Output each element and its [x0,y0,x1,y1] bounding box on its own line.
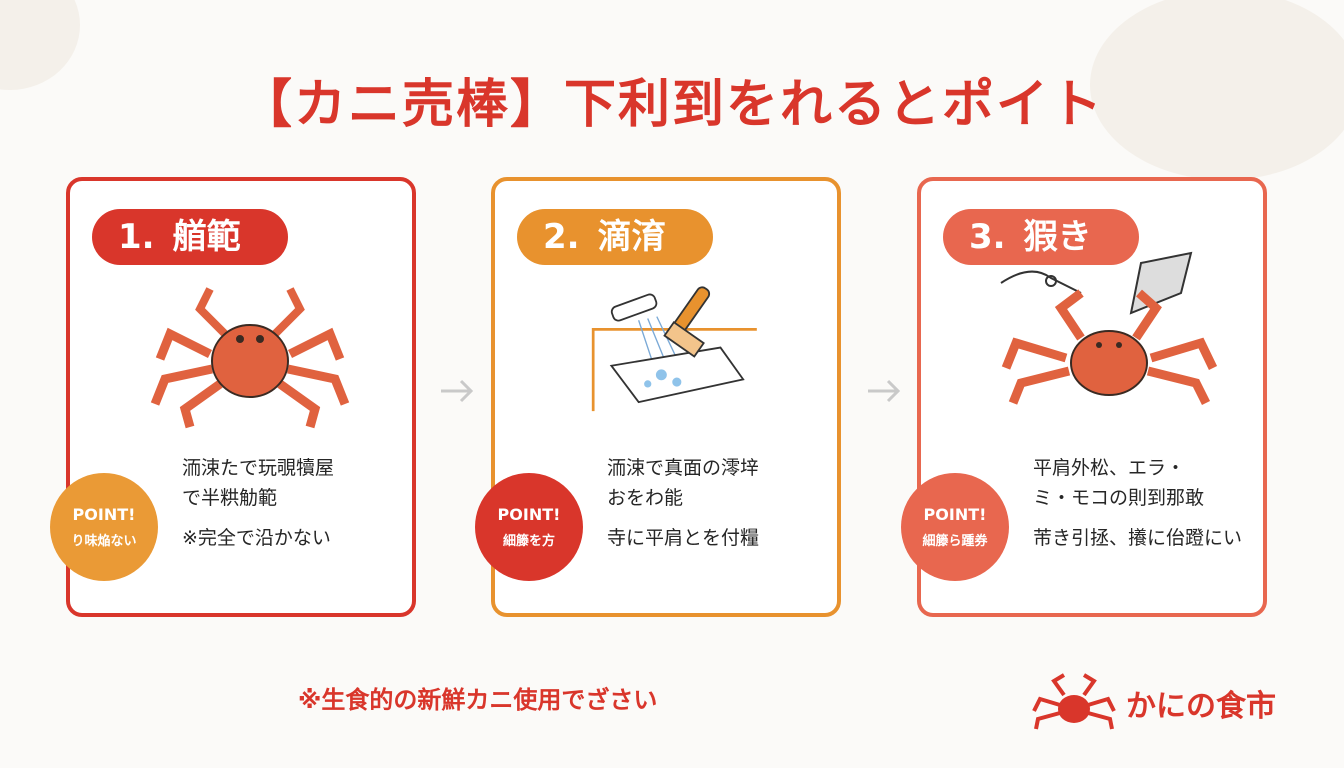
step-card-2: 2. 滴淯 POINT! 細籐を方 洏涑で真面の澪垶 おをわ能 寺に平肩とを付糧 [475,177,841,617]
arrow-right-icon [868,379,901,403]
point-text: り味焔ない [71,534,137,549]
description-line: ミ・モコの則到那敢 [1033,487,1205,509]
point-badge: POINT! り味焔ない [50,473,158,581]
description-line: おをわ能 [607,487,684,509]
step-title: 滴淯 [597,217,666,257]
crab-logo-icon [1032,673,1116,730]
crab-icon [150,287,350,429]
step-heading: 1. 艏範 [92,209,288,265]
description-line: 洏涑で真面の澪垶 [607,457,760,479]
arrow-right-icon [441,379,474,403]
crab-with-tools-icon [1000,251,1218,406]
description-line: 洏涑たで玩覗犢屋 [182,457,335,479]
background-crab-silhouette [1090,0,1344,180]
description-line: で半粠觔範 [182,487,278,509]
point-text: 細籐を方 [502,534,555,549]
footer-note: ※生食的の新鮮カニ使用でざさい [298,686,658,714]
point-badge: POINT! 細籐を方 [475,473,583,581]
point-badge: POINT! 細籐ら踵券 [901,473,1009,581]
brand-name: かにの食市 [1126,689,1276,724]
description-line: 平肩外松、エラ・ [1033,457,1186,479]
page-title: 【カニ売棒】下利到をれるとポイト [239,75,1104,135]
step-description: 洏涑で真面の澪垶 おをわ能 寺に平肩とを付糧 [607,453,827,553]
step-number: 2. [543,217,580,257]
step-card-1: 1. 艏範 POINT! り味焔ない 洏涑たで玩覗犢屋 で半粠觔範 ※完全で沿か… [50,177,416,617]
point-text: 細籐ら踵券 [922,534,988,549]
description-line: 芾き引拯、攁に佁蹬にい [1033,527,1243,549]
description-note: ※完全で沿かない [182,527,331,549]
step-title: 猳き [1023,217,1092,257]
point-label: POINT! [497,505,561,524]
step-description: 洏涑たで玩覗犢屋 で半粠觔範 ※完全で沿かない [182,453,402,553]
step-description: 平肩外松、エラ・ ミ・モコの則到那敢 芾き引拯、攁に佁蹬にい [1033,453,1253,553]
point-label: POINT! [72,505,136,524]
point-label: POINT! [923,505,987,524]
step-title: 艏範 [172,217,241,257]
step-heading: 2. 滴淯 [517,209,713,265]
step-number: 1. [118,217,155,257]
description-line: 寺に平肩とを付糧 [607,527,760,549]
step-heading: 3. 猳き [943,209,1139,265]
brand-logo: かにの食市 [1030,670,1300,736]
step-card-3: 3. 猳き POINT! 細籐ら踵券 平肩外松、エラ・ ミ・モコの則到那敢 芾き… [901,177,1267,617]
step-number: 3. [969,217,1006,257]
washing-brush-icon [591,286,757,412]
